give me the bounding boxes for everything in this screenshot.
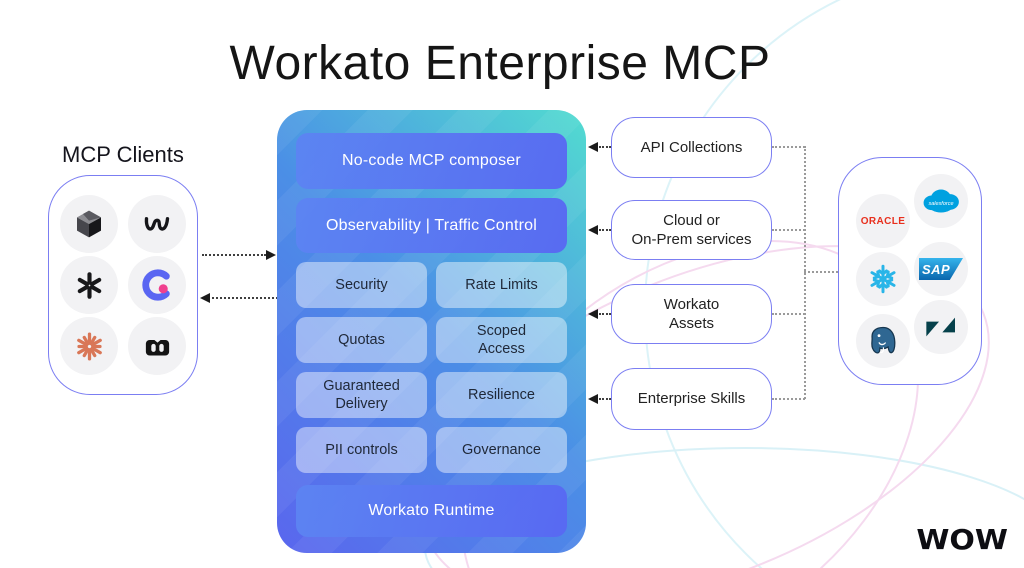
capability-tile: Guaranteed Delivery xyxy=(296,372,427,418)
robot-logo-icon xyxy=(145,339,169,356)
arrowhead-left-icon xyxy=(588,394,598,404)
service-icon-circle xyxy=(914,300,968,354)
zendesk-logo xyxy=(926,317,955,337)
snowflake-logo xyxy=(868,264,898,294)
capability-tile: Rate Limits xyxy=(436,262,567,308)
services-panel: ORACLE salesforce xyxy=(838,157,982,385)
salesforce-logo: salesforce xyxy=(923,189,959,213)
no-code-mcp-composer-box: No-code MCP composer xyxy=(296,133,567,189)
capability-tile: Scoped Access xyxy=(436,317,567,363)
capabilities-grid: Security Rate Limits Quotas Scoped Acces… xyxy=(296,262,567,473)
capability-tile: Security xyxy=(296,262,427,308)
capability-tile: PII controls xyxy=(296,427,427,473)
workato-assets-box: Workato Assets xyxy=(611,284,772,344)
postgresql-logo xyxy=(871,326,896,354)
arrowhead-right-icon xyxy=(266,250,276,260)
capability-tile: Quotas xyxy=(296,317,427,363)
observability-traffic-control-box: Observability | Traffic Control xyxy=(296,198,567,253)
connector-to-services xyxy=(804,271,838,273)
arrow-resource-to-platform xyxy=(599,229,611,231)
arrowhead-left-icon xyxy=(588,142,598,152)
capability-tile: Governance xyxy=(436,427,567,473)
svg-text:salesforce: salesforce xyxy=(928,201,953,207)
wow-logo: WOW xyxy=(916,524,1008,557)
capability-tile: Resilience xyxy=(436,372,567,418)
client-icon-circle xyxy=(128,256,186,314)
client-icon-circle xyxy=(60,317,118,375)
connector-stub xyxy=(772,398,805,400)
c-dot-logo-icon xyxy=(142,269,170,301)
service-icon-circle: ORACLE xyxy=(856,194,910,248)
service-icon-circle xyxy=(856,252,910,306)
workato-runtime-box: Workato Runtime xyxy=(296,485,567,537)
client-icon-circle xyxy=(128,195,186,253)
windsurf-logo-icon xyxy=(144,217,170,231)
client-icon-circle xyxy=(60,256,118,314)
workato-platform-panel: No-code MCP composer Observability | Tra… xyxy=(277,110,586,553)
service-icon-circle: salesforce xyxy=(914,174,968,228)
sap-logo: SAP xyxy=(919,258,963,280)
connector-stub xyxy=(772,313,805,315)
page-title: Workato Enterprise MCP xyxy=(229,37,771,90)
cloud-onprem-services-box: Cloud or On-Prem services xyxy=(611,200,772,260)
arrow-resource-to-platform xyxy=(599,313,611,315)
cube-logo-icon xyxy=(77,210,101,238)
arrow-platform-to-clients xyxy=(212,297,278,299)
client-icon-circle xyxy=(128,317,186,375)
client-icon-circle xyxy=(60,195,118,253)
service-icon-circle: SAP xyxy=(914,242,968,296)
oracle-logo: ORACLE xyxy=(860,215,906,227)
claude-logo-icon xyxy=(76,331,102,361)
mcp-clients-label: MCP Clients xyxy=(62,142,184,167)
mcp-clients-panel xyxy=(48,175,198,395)
arrowhead-left-icon xyxy=(588,225,598,235)
connector-stub xyxy=(772,146,805,148)
openai-logo-icon xyxy=(77,271,101,299)
service-icon-circle xyxy=(856,314,910,368)
arrow-resource-to-platform xyxy=(599,146,611,148)
api-collections-box: API Collections xyxy=(611,117,772,178)
arrow-clients-to-platform xyxy=(202,254,266,256)
enterprise-skills-box: Enterprise Skills xyxy=(611,368,772,430)
connector-stub xyxy=(772,229,805,231)
arrow-resource-to-platform xyxy=(599,398,611,400)
arrowhead-left-icon xyxy=(200,293,210,303)
arrowhead-left-icon xyxy=(588,309,598,319)
